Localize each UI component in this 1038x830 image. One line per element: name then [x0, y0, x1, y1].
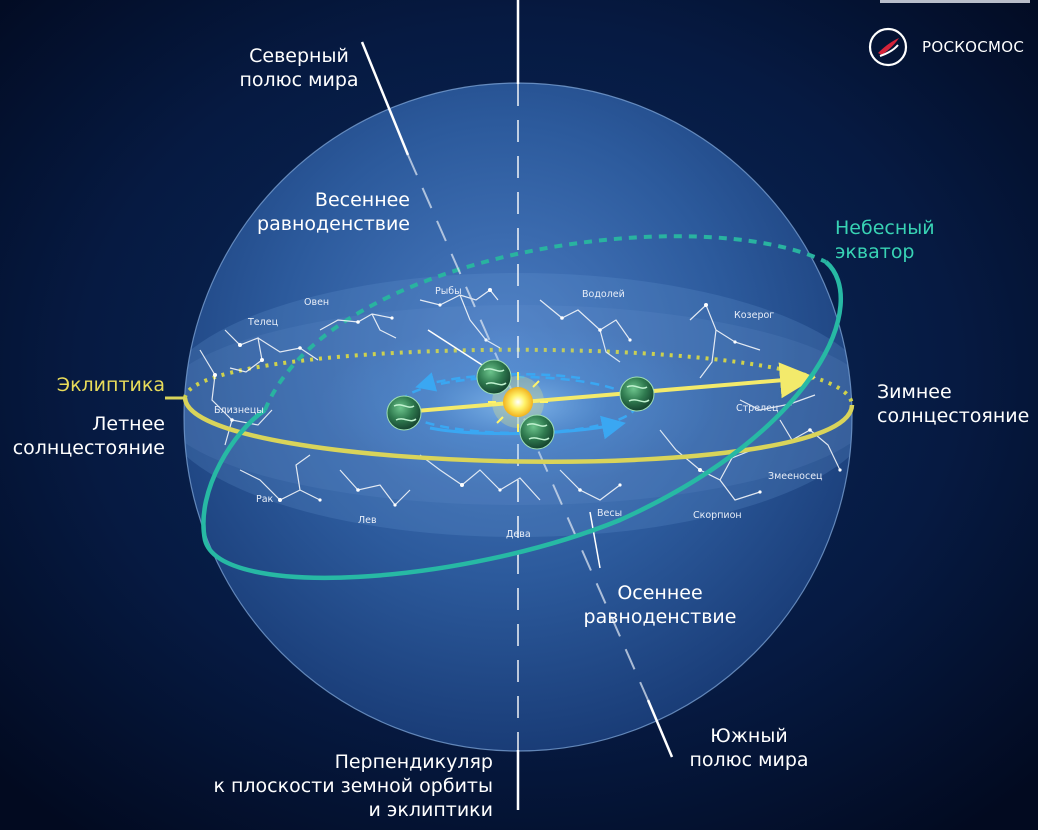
constellation-label-telets: Телец	[248, 317, 279, 328]
solstice-direction-line	[403, 362, 816, 414]
constellation-label-vesy: Весы	[597, 508, 623, 519]
constellation-label-deva: Дева	[506, 529, 531, 540]
constellation-label-strelets: Стрелец	[736, 403, 779, 414]
ecliptic-front	[182, 397, 855, 464]
constellation-label-ryby: Рыбы	[435, 286, 462, 297]
constellation-label-lev: Лев	[358, 515, 377, 526]
autumn-leader	[589, 511, 601, 569]
earth-autumn	[519, 414, 555, 450]
brand-header-strip	[880, 0, 1038, 6]
world-axis-top	[360, 41, 410, 156]
constellation-label-skorpion: Скорпион	[693, 510, 742, 521]
equator-front	[201, 260, 843, 580]
constellation-label-zmeenosets: Змееносец	[768, 471, 823, 482]
constellation-label-rak: Рак	[256, 494, 274, 505]
constellation-label-oven: Овен	[304, 297, 330, 308]
sun-icon	[503, 387, 533, 417]
roscosmos-logo-icon	[868, 27, 908, 67]
brand-name: РОСКОСМОС	[922, 38, 1025, 56]
world-axis-bottom	[646, 699, 674, 758]
earth-vernal	[476, 359, 512, 395]
ecliptic-label: Эклиптика	[56, 374, 165, 396]
constellation-label-kozerog: Козерог	[734, 310, 775, 321]
constellation-label-bliznetsy: Близнецы	[214, 405, 264, 416]
constellation-label-vodoley: Водолей	[582, 289, 625, 300]
earth-summer	[386, 395, 422, 431]
earth-winter	[619, 376, 655, 412]
equator-back	[263, 234, 827, 411]
